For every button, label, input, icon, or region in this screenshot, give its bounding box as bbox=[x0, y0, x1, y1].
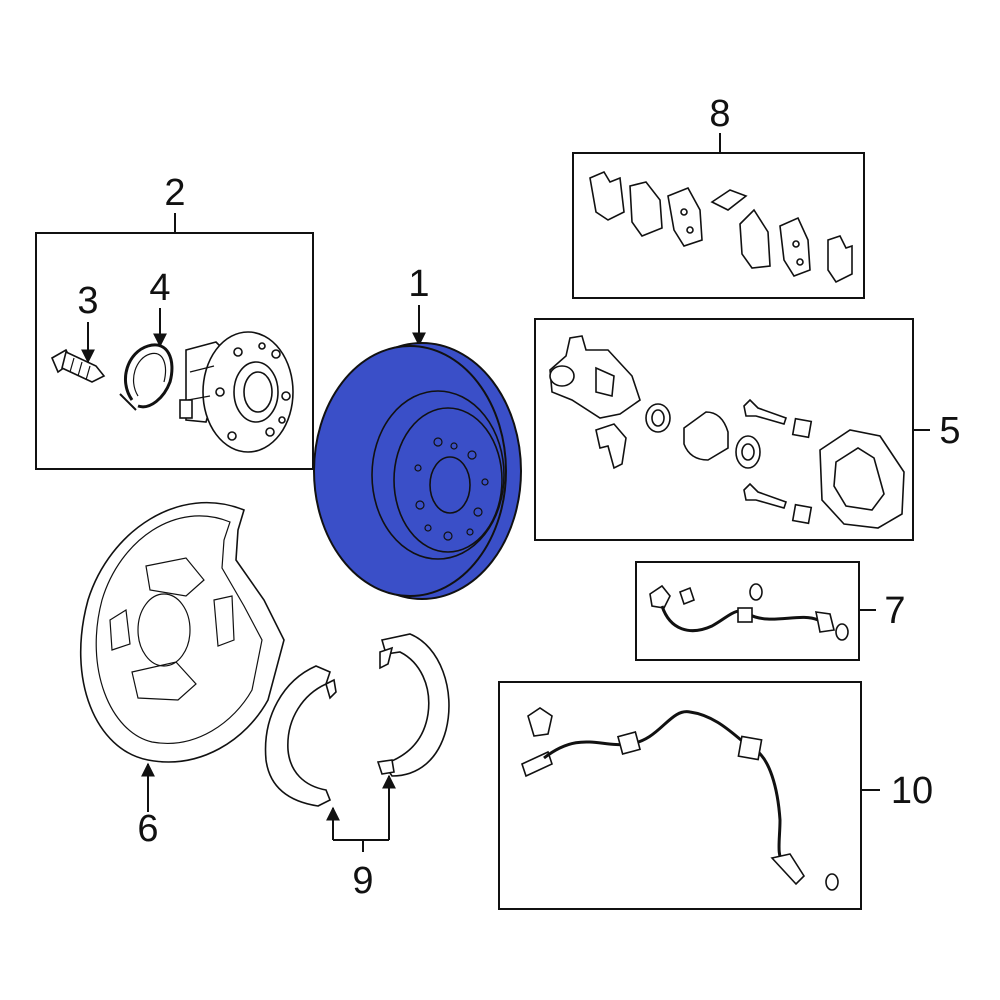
parking-shoes-group[interactable]: 9 bbox=[264, 633, 450, 902]
sensor-harness-group[interactable]: 7 bbox=[635, 561, 906, 661]
brake-pads-icon bbox=[589, 170, 853, 284]
backing-plate-icon bbox=[80, 501, 285, 763]
brake-rotor-icon bbox=[313, 342, 522, 600]
abs-sensor-group[interactable]: 10 bbox=[498, 681, 933, 910]
callout-7: 7 bbox=[884, 590, 905, 632]
caliper-icon bbox=[549, 335, 905, 529]
brake-rotor-group[interactable]: 1 bbox=[313, 263, 522, 600]
abs-sensor-icon bbox=[521, 707, 839, 891]
hub-bearing-icon bbox=[179, 331, 294, 453]
backing-plate-group[interactable]: 6 bbox=[80, 501, 285, 850]
callout-6: 6 bbox=[137, 808, 158, 850]
callout-9: 9 bbox=[352, 860, 373, 902]
hub-bolt-icon bbox=[50, 348, 106, 383]
callout-8: 8 bbox=[709, 93, 730, 135]
parking-shoes-icon bbox=[264, 633, 450, 807]
callout-5: 5 bbox=[939, 410, 960, 452]
abs-sensor-box bbox=[498, 681, 862, 910]
callout-2: 2 bbox=[164, 172, 185, 214]
caliper-group[interactable]: 5 bbox=[534, 318, 961, 541]
snap-ring-icon bbox=[119, 343, 174, 411]
callout-10: 10 bbox=[891, 770, 933, 812]
brake-pads-group[interactable]: 8 bbox=[572, 93, 865, 299]
callout-4: 4 bbox=[149, 267, 170, 309]
callout-1: 1 bbox=[408, 263, 429, 305]
brake-pads-box bbox=[572, 152, 865, 299]
callout-3: 3 bbox=[77, 280, 98, 322]
sensor-harness-icon bbox=[649, 583, 849, 641]
hub-assembly-group[interactable]: 2 3 4 bbox=[35, 172, 314, 470]
